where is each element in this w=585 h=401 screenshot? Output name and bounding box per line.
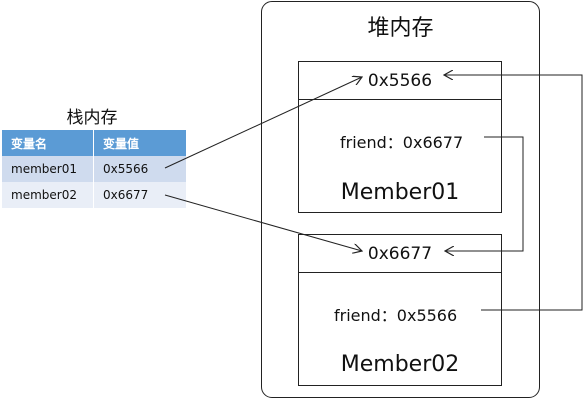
table-row: member01 0x5566: [2, 156, 186, 182]
arrow-friend-to-object2: [445, 136, 524, 251]
column-header-variable-name: 变量名: [2, 130, 94, 156]
heap-memory-title: 堆内存: [367, 16, 434, 41]
arrow-member02-to-object2: [164, 194, 362, 251]
arrow-friend-to-object1: [444, 75, 583, 311]
table-row: member02 0x6677: [2, 182, 186, 208]
stack-variable-table: 变量名 变量值 member01 0x5566 member02 0x6677: [2, 130, 186, 208]
object-class-name: Member02: [340, 352, 460, 377]
variable-name-cell: member01: [2, 156, 94, 182]
heap-memory-box: [261, 1, 540, 398]
arrow-member01-to-object1: [164, 77, 362, 169]
object-friend-field: friend：0x6677: [340, 133, 464, 152]
column-header-variable-value: 变量值: [93, 130, 186, 156]
object-class-name: Member01: [340, 180, 460, 205]
variable-value-cell: 0x6677: [93, 182, 186, 208]
object-address: 0x5566: [299, 62, 501, 100]
variable-value-cell: 0x5566: [93, 156, 186, 182]
heap-object-member02: 0x6677 friend：0x5566 Member02: [298, 234, 502, 386]
stack-memory-title: 栈内存: [66, 108, 118, 128]
variable-name-cell: member02: [2, 182, 94, 208]
heap-object-member01: 0x5566 friend：0x6677 Member01: [298, 61, 502, 213]
object-address: 0x6677: [299, 235, 501, 273]
object-friend-field: friend：0x5566: [334, 306, 458, 325]
table-header-row: 变量名 变量值: [2, 130, 186, 156]
